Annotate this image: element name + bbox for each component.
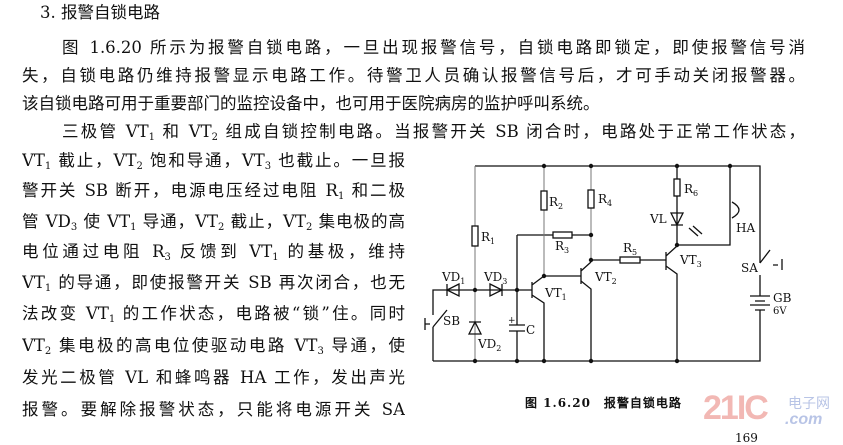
paragraph-line: VT2 集电极的高电位使驱动电路 VT3 导通，使 xyxy=(22,336,405,357)
paragraph-line: 失，自锁电路仍维持报警显示电路工作。待警卫人员确认报警信号后，才可手动关闭报警器… xyxy=(22,66,805,85)
diode-vd3 xyxy=(475,282,532,298)
led-vl xyxy=(669,212,685,227)
resistor-r1 xyxy=(471,225,479,247)
label-sb: SB xyxy=(443,314,460,328)
diode-vd1 xyxy=(445,282,460,298)
resistor-r5 xyxy=(619,256,641,264)
watermark-cn: 电子网 xyxy=(788,396,830,412)
label-ha: HA xyxy=(736,221,755,235)
diode-vd2 xyxy=(467,320,483,335)
label-vd2: VD2 xyxy=(477,337,501,353)
label-vt3: VT3 xyxy=(679,253,702,269)
label-gb: GB xyxy=(773,291,792,305)
paragraph-line: 警开关 SB 断开，电源电压经过电阻 R1 和二极 xyxy=(22,181,405,202)
label-vt1: VT1 xyxy=(544,286,567,302)
ha-wire xyxy=(677,166,731,246)
label-r6: R6 xyxy=(684,182,698,198)
junction-dots xyxy=(472,163,733,364)
paragraph-line: 报警。要解除报警状态，只能将电源开关 SA xyxy=(22,400,405,419)
top-rail xyxy=(475,165,761,263)
figure-caption: 图 1.6.20 报警自锁电路 xyxy=(525,396,682,410)
resistor-r3 xyxy=(552,231,573,239)
buzzer-ha xyxy=(729,201,740,219)
paragraph-line: 三极管 VT1 和 VT2 组成自锁控制电路。当报警开关 SB 闭合时，电路处于… xyxy=(62,122,805,143)
battery-gb xyxy=(750,275,770,312)
label-vd1: VD1 xyxy=(441,270,465,286)
capacitor-c xyxy=(509,235,525,361)
label-sa: SA xyxy=(741,261,758,275)
switch-sa xyxy=(759,249,783,270)
resistor-r2 xyxy=(540,190,548,211)
vd1-sb-wire xyxy=(432,289,475,361)
paragraph-line: 图 1.6.20 所示为报警自锁电路，一旦出现报警信号，自锁电路即锁定，即使报警… xyxy=(62,38,805,57)
label-r5: R5 xyxy=(623,241,637,257)
page-number: 169 xyxy=(735,431,758,445)
label-capacitor-plus: + xyxy=(508,316,516,326)
transistor-vt2 xyxy=(580,261,592,361)
transistor-vt1 xyxy=(531,275,545,361)
resistor-r6 xyxy=(673,178,681,197)
label-voltage: 6V xyxy=(773,306,787,317)
paragraph-line: VT1 的导通，即使报警开关 SB 再次闭合，也无 xyxy=(22,273,405,294)
paragraph-line: 发光二极管 VL 和蜂鸣器 HA 工作，发出声光 xyxy=(22,368,405,387)
label-r1: R1 xyxy=(481,230,495,246)
label-vl: VL xyxy=(649,212,667,226)
label-vd3: VD3 xyxy=(483,270,507,286)
paragraph-line: 该自锁电路可用于重要部门的监控设备中，也可用于医院病房的监护呼叫系统。 xyxy=(22,94,600,113)
watermark-logo: 21IC 电子网 .com xyxy=(703,389,833,433)
watermark-21ic: 21IC xyxy=(703,389,769,427)
resistor-r4 xyxy=(587,189,595,209)
paragraph-line: 电位通过电阻 R3 反馈到 VT1 的基极，维持 xyxy=(22,242,405,263)
label-r2: R2 xyxy=(549,195,563,211)
label-c: C xyxy=(526,323,535,337)
paragraph-line: 管 VD3 使 VT1 导通，VT2 截止，VT2 集电极的高 xyxy=(22,212,405,233)
label-r3: R3 xyxy=(555,239,569,255)
light-rays-icon xyxy=(688,225,703,237)
paragraph-line: VT1 截止，VT2 饱和导通，VT3 也截止。一旦报 xyxy=(22,151,405,172)
section-heading: 3. 报警自锁电路 xyxy=(40,3,160,22)
paragraph-line: 法改变 VT1 的工作状态，电路被“锁”住。同时 xyxy=(22,304,405,325)
label-vt2: VT2 xyxy=(594,270,617,286)
transistor-vt3 xyxy=(665,245,678,361)
label-r4: R4 xyxy=(598,192,612,208)
switch-sb xyxy=(424,309,448,330)
watermark-com: .com xyxy=(785,411,823,428)
